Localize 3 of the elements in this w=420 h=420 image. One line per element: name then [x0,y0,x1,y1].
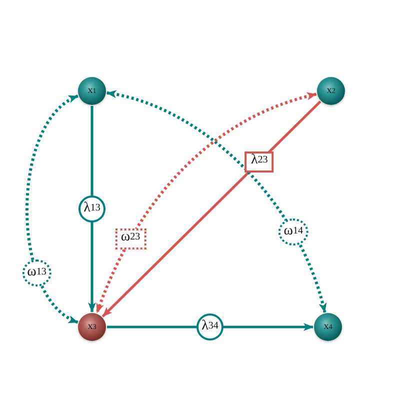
arrow [107,323,314,331]
dotted-arrow [26,94,79,324]
arrow [88,106,96,312]
